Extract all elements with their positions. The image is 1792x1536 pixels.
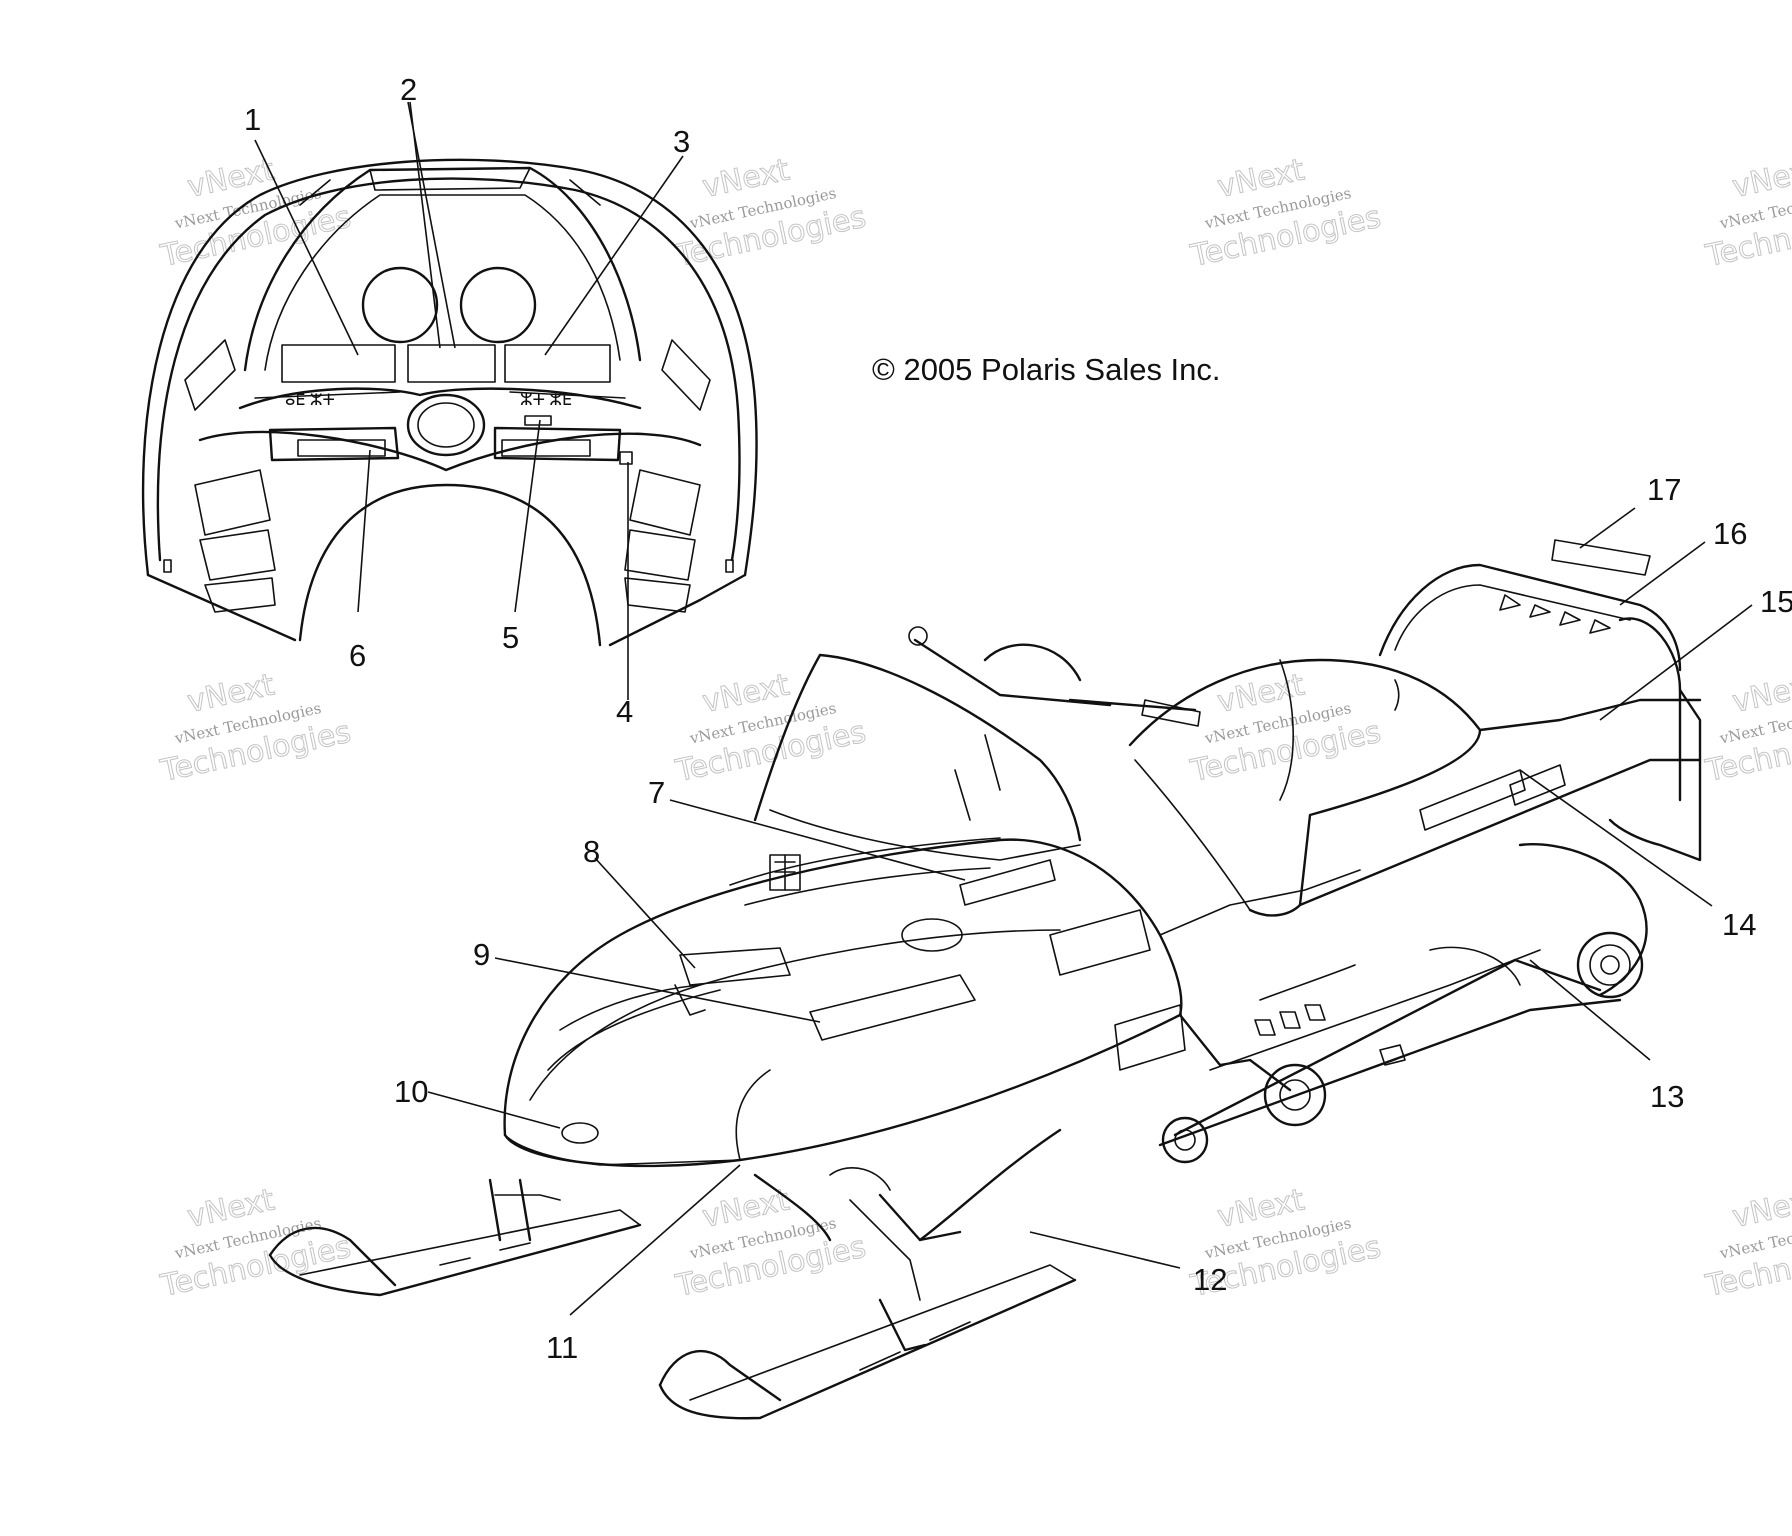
watermark-line1: vNext [1729, 1182, 1792, 1235]
svg-text:ⵣⵜ ⵣⴹ: ⵣⵜ ⵣⴹ [520, 392, 572, 409]
callout-labels: 1 2 3 4 5 6 7 8 9 10 11 12 13 14 15 16 1… [244, 72, 1792, 1365]
callout-10: 10 [394, 1074, 428, 1109]
copyright-notice: © 2005 Polaris Sales Inc. [872, 352, 1221, 387]
callout-3: 3 [673, 124, 690, 159]
callout-13: 13 [1650, 1079, 1684, 1114]
callout-17: 17 [1647, 472, 1681, 507]
callout-12: 12 [1193, 1262, 1227, 1297]
watermark-line1: vNext [1729, 667, 1792, 720]
leader-lines [254, 101, 1753, 1316]
callout-2: 2 [400, 72, 417, 107]
callout-5: 5 [502, 620, 519, 655]
callout-6: 6 [349, 638, 366, 673]
callout-1: 1 [244, 102, 261, 137]
callout-9: 9 [473, 937, 490, 972]
svg-text:ⴰⴹ ⵣⵜ: ⴰⴹ ⵣⵜ [285, 392, 335, 409]
callout-11: 11 [546, 1330, 578, 1365]
callout-16: 16 [1713, 516, 1747, 551]
callout-8: 8 [583, 834, 600, 869]
callout-4: 4 [616, 694, 633, 729]
snowmobile-drawing [268, 539, 1702, 1420]
watermark-line1: vNext [1729, 152, 1792, 205]
hood-inset-drawing: ⴰⴹ ⵣⵜ ⵣⵜ ⵣⴹ [141, 158, 758, 647]
callout-7: 7 [648, 775, 665, 810]
callout-15: 15 [1760, 584, 1792, 619]
callout-14: 14 [1722, 907, 1756, 942]
